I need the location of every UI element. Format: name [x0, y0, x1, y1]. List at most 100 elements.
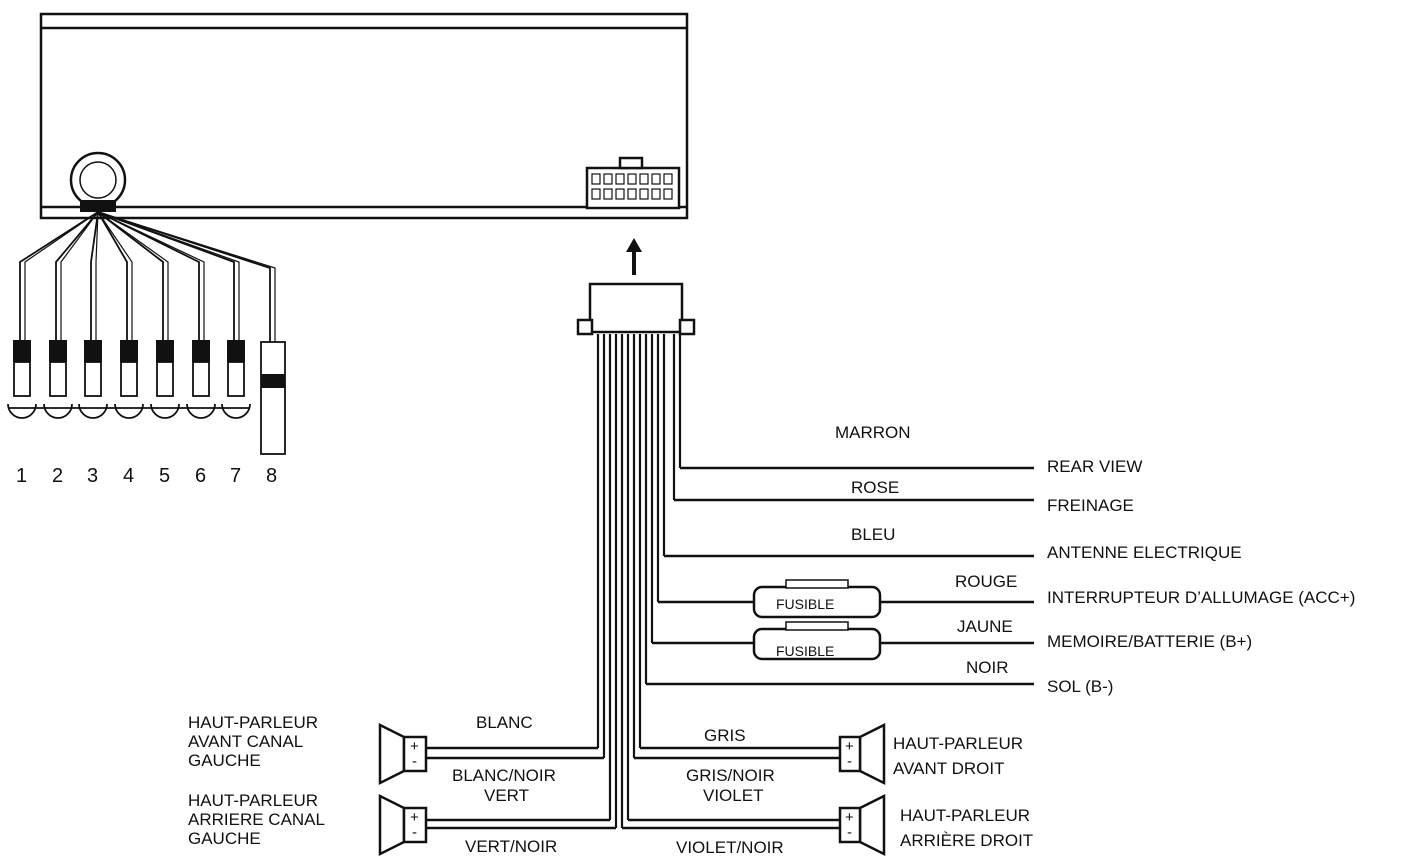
rca-plug-tip [150, 403, 180, 419]
rca-cable [97, 211, 235, 340]
rca-cable-outline [24, 211, 99, 340]
fuse-1 [752, 579, 882, 619]
speaker-rear-left-icon [378, 793, 428, 857]
dest-brake: FREINAGE [1047, 496, 1134, 515]
right-speaker-wires [622, 746, 842, 830]
rca-cable [97, 211, 128, 340]
rca-plug-body [192, 361, 210, 397]
terminal-plus-fr: + [845, 738, 854, 755]
wire-label-green-black: VERT/NOIR [465, 837, 558, 856]
rca-plug-body [120, 361, 138, 397]
terminal-minus-fl: - [412, 753, 417, 770]
rca-cables [7, 211, 286, 455]
rca-pin-number: 5 [159, 465, 171, 487]
rca-pin-number: 2 [52, 465, 64, 487]
wire-label-yellow: JAUNE [957, 617, 1013, 636]
rca-plug-tip [78, 403, 108, 419]
rca-cable-outline [97, 211, 205, 340]
rca-cable-outline [97, 211, 169, 340]
socket-pin [651, 173, 661, 185]
socket-pin [591, 188, 601, 200]
socket-pin [615, 188, 625, 200]
terminal-minus-rl: - [412, 824, 417, 841]
wire-label-blue: BLEU [851, 525, 896, 544]
socket-pin [663, 188, 673, 200]
rca-cable [97, 211, 164, 340]
fuse-label-1: FUSIBLE [776, 596, 835, 612]
rca-cable [97, 211, 200, 340]
terminal-minus-rr: - [847, 824, 852, 841]
terminal-plus-fl: + [410, 738, 419, 755]
left-speaker-wires [424, 746, 616, 830]
rca-pin-number: 1 [16, 465, 28, 487]
dest-memory: MEMOIRE/BATTERIE (B+) [1047, 632, 1253, 651]
iso-socket [585, 156, 681, 210]
wire-label-green: VERT [484, 786, 530, 805]
wire-label-red: ROUGE [955, 572, 1018, 591]
socket-pin [627, 173, 637, 185]
terminal-minus-fr: - [847, 753, 852, 770]
dest-power-antenna: ANTENNE ELECTRIQUE [1047, 543, 1242, 562]
rca-plug-tip [43, 403, 73, 419]
rca-cable-outline [97, 211, 133, 340]
rca-plug-tip [186, 403, 216, 419]
rca-cable [55, 211, 99, 340]
socket-pin [603, 188, 613, 200]
rca-cable-outline [97, 211, 240, 340]
dest-ignition: INTERRUPTEUR D’ALLUMAGE (ACC+) [1047, 588, 1356, 607]
rca-plug-boot [84, 340, 102, 362]
right-wires [646, 466, 1034, 686]
rca-plug-body [227, 361, 245, 397]
rca-plug-boot [227, 340, 245, 362]
rca-pin-number: 3 [87, 465, 99, 487]
speaker-label-front-left: HAUT-PARLEUR AVANT CANAL GAUCHE [188, 713, 319, 770]
antenna-plug-band [261, 374, 285, 388]
wire-label-violet: VIOLET [703, 786, 764, 805]
rca-plug-boot [49, 340, 67, 362]
rca-plug-body [49, 361, 67, 397]
dest-ground: SOL (B-) [1047, 677, 1114, 696]
socket-pin [627, 188, 637, 200]
rca-plug-body [84, 361, 102, 397]
rca-pin-number: 7 [230, 465, 242, 487]
fuse-2 [752, 621, 882, 661]
socket-pin [603, 173, 613, 185]
socket-pin [615, 173, 625, 185]
wire-label-black: NOIR [966, 658, 1009, 677]
socket-pin [651, 188, 661, 200]
insert-arrow [626, 238, 642, 275]
dest-rear-view: REAR VIEW [1047, 457, 1143, 476]
speaker-front-right-icon [838, 722, 886, 786]
rca-plug-tip [221, 403, 251, 419]
terminal-plus-rl: + [410, 809, 419, 826]
socket-pin [639, 173, 649, 185]
rca-plug-body [156, 361, 174, 397]
rca-cable-outline [60, 211, 99, 340]
socket-pin [639, 188, 649, 200]
speaker-label-rear-right: HAUT-PARLEUR ARRIÈRE DROIT [900, 806, 1034, 850]
iso-plug [576, 282, 696, 336]
speaker-label-front-right: HAUT-PARLEUR AVANT DROIT [893, 734, 1024, 778]
rca-plug-tip [7, 403, 37, 419]
terminal-plus-rr: + [845, 809, 854, 826]
rca-cable [90, 211, 99, 340]
wire-bundle [596, 334, 682, 828]
antenna-plug [260, 341, 286, 455]
wire-label-gray: GRIS [704, 726, 746, 745]
rca-cable-outline [97, 211, 276, 342]
fuse-label-2: FUSIBLE [776, 643, 835, 659]
head-unit [39, 12, 689, 220]
wire-label-gray-black: GRIS/NOIR [686, 766, 775, 785]
rca-plug-tip [114, 403, 144, 419]
socket-pin [591, 173, 601, 185]
rca-cable-outline [95, 211, 99, 340]
wire-label-brown: MARRON [835, 423, 911, 442]
rca-plug-boot [192, 340, 210, 362]
rca-plug-boot [120, 340, 138, 362]
wire-label-white-black: BLANC/NOIR [452, 766, 556, 785]
speaker-rear-right-icon [838, 793, 886, 857]
rca-plug-boot [156, 340, 174, 362]
wire-label-white: BLANC [476, 713, 533, 732]
rca-plug-body [13, 361, 31, 397]
